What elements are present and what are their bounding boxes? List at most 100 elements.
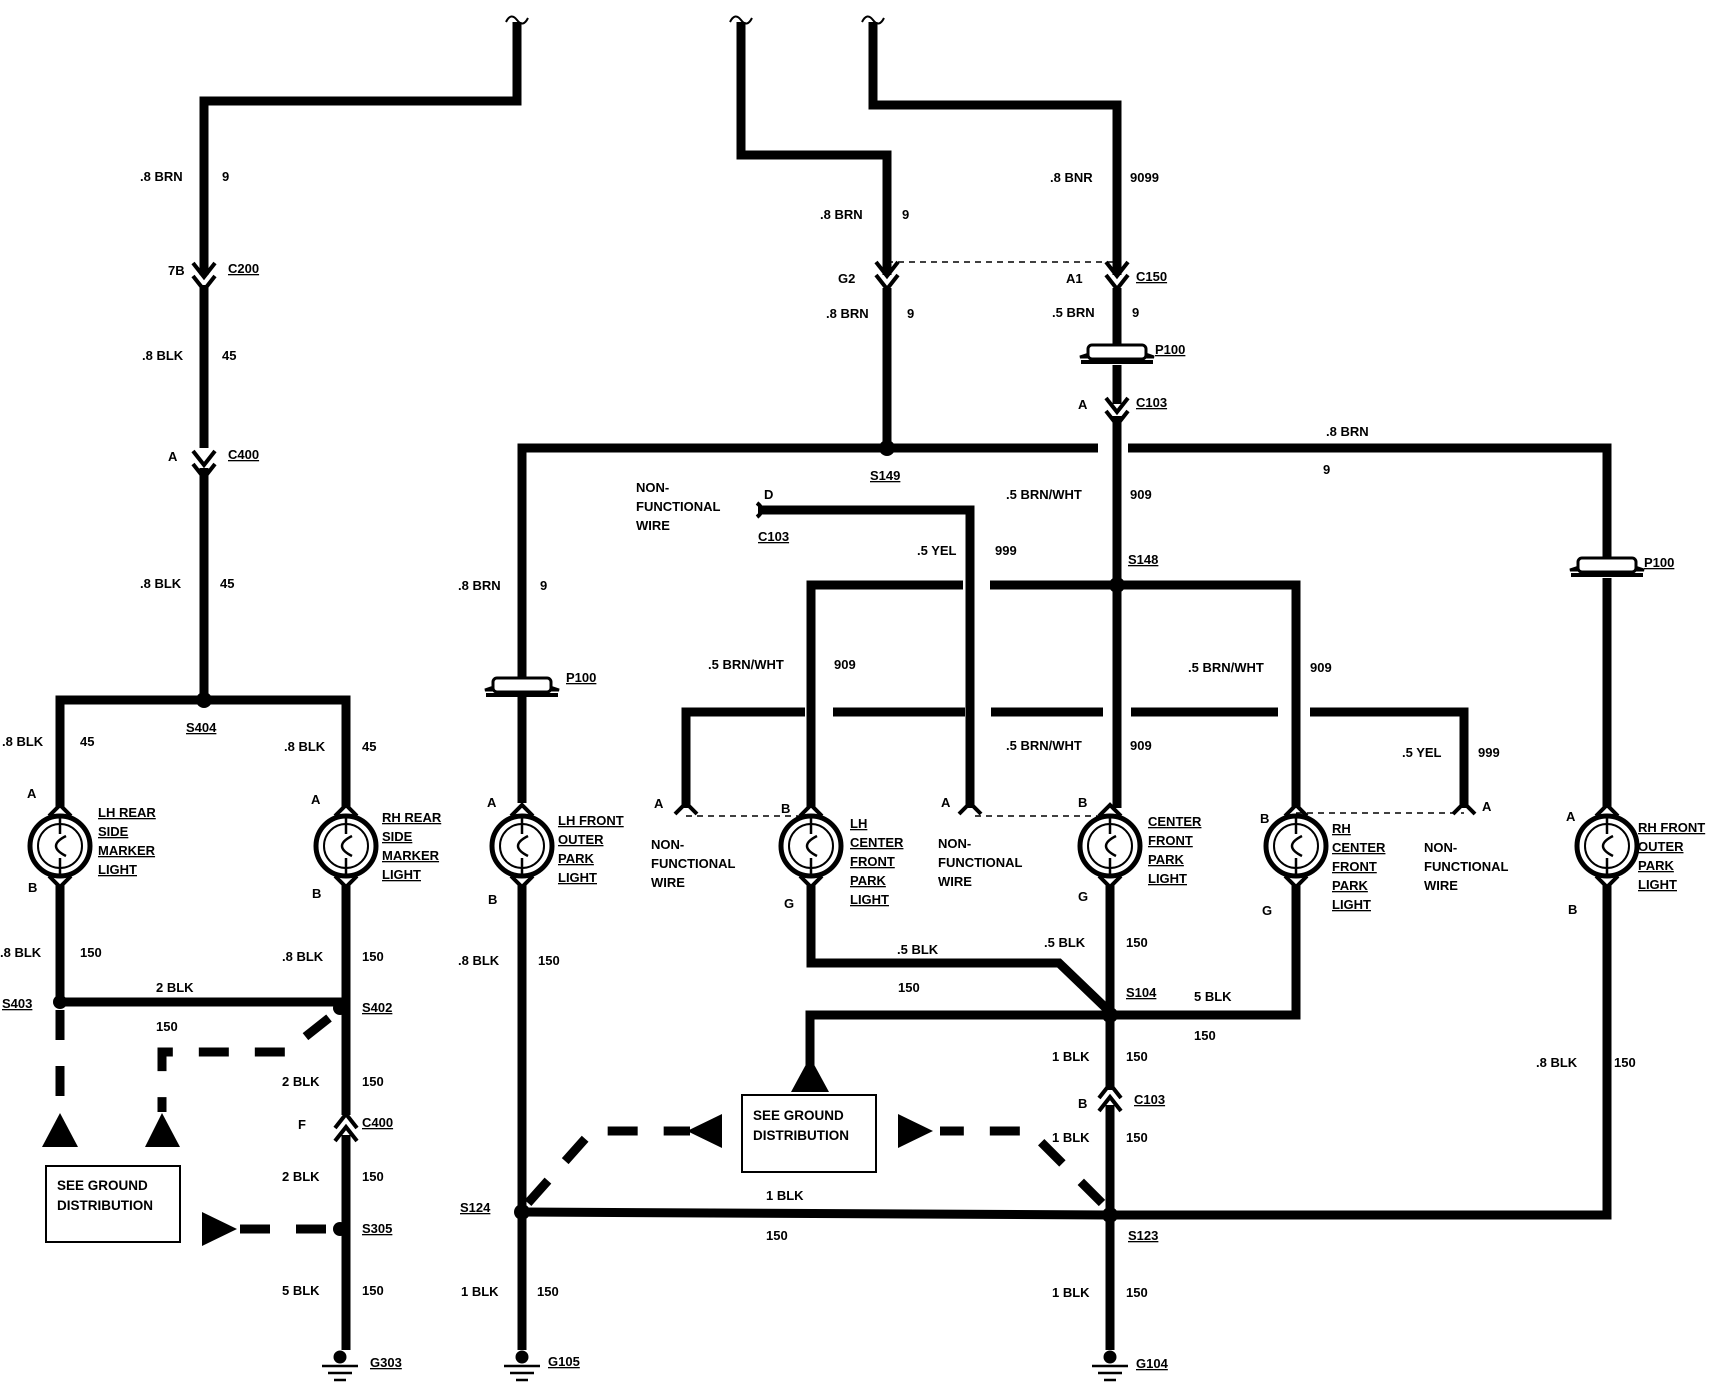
wire-circuit-label: 150 [1614,1055,1636,1070]
pin-label: A [1482,799,1492,814]
wire-color-label: .8 BLK [0,945,42,960]
svg-text:FUNCTIONAL: FUNCTIONAL [1424,859,1509,874]
splice-s104 [1102,1007,1118,1023]
pass-through-ref: P100 [1155,342,1185,357]
wire-circuit-label: 150 [362,1074,384,1089]
wire-circuit-label: 150 [362,1169,384,1184]
pin-label: A [941,795,951,810]
wire-color-label: .8 BLK [140,576,182,591]
wire-color-label: .8 BNR [1050,170,1093,185]
pin-label: B [488,892,497,907]
wire-color-label: 2 BLK [156,980,194,995]
nf-label-line: NON- [1424,840,1457,855]
wire-circuit-label: 150 [362,1283,384,1298]
svg-text:WIRE: WIRE [636,518,670,533]
wire-circuit-label: 150 [1194,1028,1216,1043]
bulb-label-line: CENTER [850,835,904,850]
wire-circuit-label: 9 [1132,305,1139,320]
wire-color-label: .8 BLK [1536,1055,1578,1070]
wire-color-label: 1 BLK [1052,1130,1090,1145]
wire-color-label: 1 BLK [1052,1049,1090,1064]
wire-color-label: 1 BLK [766,1188,804,1203]
wire-circuit-label: 999 [995,543,1017,558]
svg-text:NON-: NON- [1424,840,1457,855]
arrow-up-icon [42,1113,78,1147]
box-center-line2: DISTRIBUTION [753,1128,849,1143]
arrow-right-icon [898,1114,933,1148]
wire-color-label: .5 BLK [897,942,939,957]
bulb-label-line: CENTER [1332,840,1386,855]
bulb-label-line: PARK [1332,878,1368,893]
wire-color-label: .8 BLK [142,348,184,363]
bulb-label-line: FRONT [850,854,895,869]
bulb-label-line: RH [1332,821,1351,836]
wire-s124-s123 [521,1207,1111,1220]
splice-s402 [333,1001,347,1015]
splice-s403 [53,995,67,1009]
pin-label: B [28,880,37,895]
nf-label-line: WIRE [938,874,972,889]
wires [55,22,1612,1350]
pin-label: B [781,801,790,816]
pin-label: F [298,1117,306,1132]
dash-s124-ground [524,1126,690,1206]
bulb-label-line: RH FRONT [1638,820,1705,835]
wire-color-label: .5 BRN [1052,305,1095,320]
wire-circuit-label: 909 [1130,738,1152,753]
nonfunctional-labels: NON- FUNCTIONAL WIRE NON- FUNCTIONAL WIR… [636,480,1509,893]
box-center-line1: SEE GROUND [753,1108,844,1123]
splice-ref: S402 [362,1000,392,1015]
wire-circuit-label: 45 [222,348,236,363]
connector-c150-g2 [874,260,900,293]
arrow-up-icon [145,1113,180,1147]
pin-label: B [1260,811,1269,826]
wire-rhc-ground [1110,885,1301,1020]
bulb-label-line: FRONT [1332,859,1377,874]
wire-circuit-label: 909 [1310,660,1332,675]
wire-color-label: .8 BRN [458,578,501,593]
wire-labels: .8 BRN 9 .8 BLK 45 .8 BLK 45 .8 BLK 45 .… [0,169,1636,1300]
splice-s305 [333,1222,347,1236]
wire-circuit-label: 150 [80,945,102,960]
wire-color-label: .5 BRN/WHT [1188,660,1264,675]
bulb-label-line: LIGHT [558,870,597,885]
p100-a1 [1079,343,1155,364]
pin-label: B [1078,795,1087,810]
wire-circuit-label: 9 [540,578,547,593]
splice-s124 [514,1204,530,1220]
wire-color-label: .5 YEL [917,543,957,558]
ground-ref: G105 [548,1354,580,1369]
pin-label: B [312,886,321,901]
arrow-right-icon [202,1212,237,1246]
bulb-label-line: OUTER [1638,839,1684,854]
bulb-label-line: OUTER [558,832,604,847]
connector-c150-a1 [1104,260,1130,293]
wire-circuit-label: 150 [898,980,920,995]
wire-circuit-label: 150 [1126,1285,1148,1300]
splice-s404 [196,692,212,708]
wire-color-label: .8 BRN [1326,424,1369,439]
svg-text:DISTRIBUTION: DISTRIBUTION [753,1128,849,1143]
wire-circuit-label: 150 [537,1284,559,1299]
wire-s404-bus [55,695,351,808]
wire-circuit-label: 45 [362,739,376,754]
wire-circuit-label: 150 [362,949,384,964]
bulb-label-line: FRONT [1148,833,1193,848]
bulb-label-line: PARK [558,851,594,866]
arrow-left-icon [687,1114,722,1148]
nf-label-line: NON- [636,480,669,495]
ground-ref: G303 [370,1355,402,1370]
bulb-label-line: CENTER [1148,814,1202,829]
wire-color-label: .5 BLK [1044,935,1086,950]
pin-label: A [168,449,178,464]
bulb-label-line: LIGHT [1638,877,1677,892]
dashed-lines [55,261,1464,1234]
pass-through-ref: P100 [566,670,596,685]
pin-label: G [1262,903,1272,918]
bulb-label-line: LH FRONT [558,813,624,828]
splice-s123 [1102,1207,1118,1223]
break-mark [729,15,753,25]
